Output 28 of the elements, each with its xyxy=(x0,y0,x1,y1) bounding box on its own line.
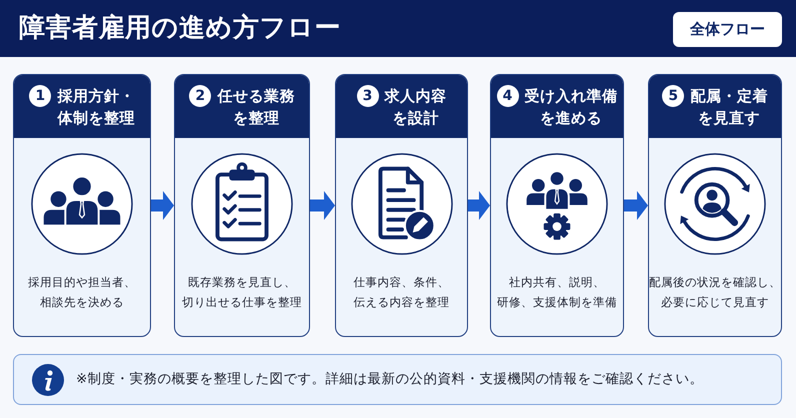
step-description: 配属後の状況を確認し、必要に応じて見直す xyxy=(649,274,781,311)
step-description: 採用目的や担当者、相談先を決める xyxy=(28,274,136,311)
step-number: 5 xyxy=(662,84,684,106)
arrow xyxy=(310,191,335,220)
step-card xyxy=(174,74,310,337)
arrow xyxy=(624,191,648,220)
step-title: 求人内容を設計 xyxy=(384,86,446,128)
step-title: 採用方針・体制を整理 xyxy=(57,86,135,128)
arrow xyxy=(151,191,174,220)
arrow xyxy=(468,191,490,220)
step-number: 2 xyxy=(189,84,212,106)
step-description: 仕事内容、条件、伝える内容を整理 xyxy=(354,274,450,311)
step-card xyxy=(648,74,782,337)
step-title: 任せる業務を整理 xyxy=(217,86,295,128)
step-number: 1 xyxy=(29,84,52,106)
step-description: 社内共有、説明、研修、支援体制を準備 xyxy=(497,274,617,311)
step-card xyxy=(13,74,151,337)
step-title: 配属・定着を見直す xyxy=(690,86,768,128)
note-panel xyxy=(13,354,782,405)
step-card xyxy=(490,74,624,337)
page-title: 障害者雇用の進め方フロー xyxy=(19,12,341,45)
step-card xyxy=(335,74,468,337)
note-text: ※制度・実務の概要を整理した図です。詳細は最新の公的資料・支援機関の情報をご確認ください。 xyxy=(76,370,704,390)
step-number: 4 xyxy=(496,84,518,106)
step-number: 3 xyxy=(356,84,378,106)
step-title: 受け入れ準備を進める xyxy=(524,86,618,128)
step-description: 既存業務を見直し、切り出せる仕事を整理 xyxy=(182,274,302,311)
section-tag: 全体フロー xyxy=(673,12,782,47)
